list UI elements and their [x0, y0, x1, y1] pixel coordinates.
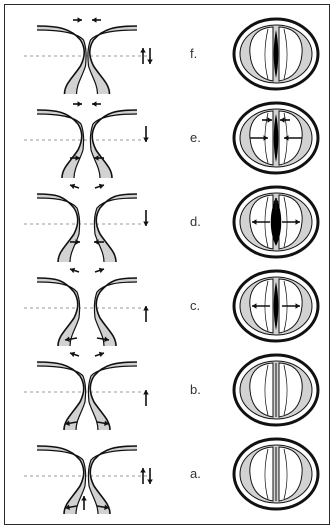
arrow-icon [70, 184, 79, 189]
stage-label: a. [190, 466, 201, 481]
vocal-fold-left-inner-edge [37, 30, 86, 94]
glottis-top-view [226, 262, 326, 348]
stage-row: c. [0, 262, 336, 348]
fold-side-view [22, 346, 172, 432]
glottis-top-view [226, 430, 326, 516]
stage-row: d. [0, 178, 336, 264]
arrow-up-icon [81, 496, 87, 510]
arrow-down-icon [147, 48, 153, 64]
stage-label: e. [190, 130, 201, 145]
glottis-top-view [226, 94, 326, 180]
glottis-top-view [226, 178, 326, 264]
fold-side-view [22, 178, 172, 264]
stage-row: b. [0, 346, 336, 432]
stage-row: f. [0, 10, 336, 96]
stage-label: f. [190, 46, 197, 61]
arrow-icon [92, 101, 101, 107]
fold-side-view [22, 262, 172, 348]
fold-side-view [22, 94, 172, 180]
arrow-icon [95, 352, 104, 357]
arrow-icon [95, 184, 104, 189]
arrow-down-icon [147, 468, 153, 484]
arrow-icon [70, 352, 79, 357]
stage-row: e. [0, 94, 336, 180]
glottis-top-view [226, 10, 326, 96]
vocal-fold-right-inner-edge [88, 30, 137, 94]
stage-label: d. [190, 214, 201, 229]
vocal-fold-right-inner-edge [88, 450, 137, 514]
arrow-icon [92, 17, 101, 23]
vocal-fold-right-inner-edge [88, 366, 137, 430]
stage-row: a. [0, 430, 336, 516]
stage-label: b. [190, 382, 201, 397]
stage-label: c. [190, 298, 200, 313]
vocal-fold-left-inner-edge [37, 450, 86, 514]
glottis-top-view [226, 346, 326, 432]
fold-side-view [22, 430, 172, 516]
fold-side-view [22, 10, 172, 96]
arrow-icon [73, 101, 82, 107]
arrow-icon [95, 268, 104, 273]
vocal-fold-left-inner-edge [37, 366, 86, 430]
arrow-icon [73, 17, 82, 23]
arrow-icon [70, 268, 79, 273]
